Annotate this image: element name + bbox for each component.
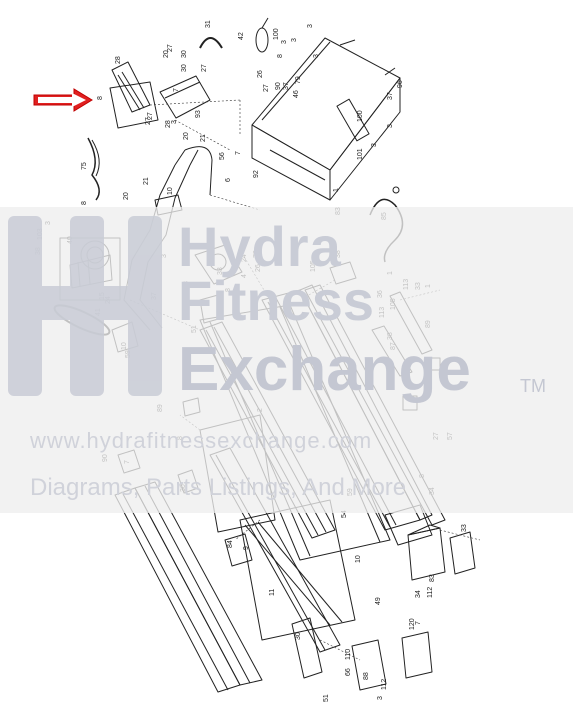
part-number-label: 26 [257,70,264,78]
part-number-label: 8 [97,96,104,100]
part-number-label: 28 [115,56,122,64]
console-bracket [109,61,211,129]
motor-hood [251,37,401,201]
part-number-label: 27 [167,44,174,52]
part-number-label: 83 [429,574,436,582]
part-number-label: 8 [81,201,88,205]
part-number-label: 51 [323,694,330,702]
watermark-hydra: Hydra [178,215,342,278]
part-number-label: 21 [200,134,207,142]
part-number-label: 112 [427,587,434,598]
walking-belt [114,481,263,693]
part-number-label: 3 [291,38,298,42]
part-number-label: 10 [355,555,362,563]
part-number-label: 93 [195,110,202,118]
part-number-label: 120 [409,618,416,630]
part-number-label: 27 [145,117,152,125]
part-number-label: 3 [377,696,384,700]
part-number-label: 112 [381,679,388,690]
part-number-label: 20 [123,192,130,200]
part-number-label: 21 [143,177,150,185]
part-number-label: 3 [281,40,288,44]
part-number-label: 79 [295,76,302,84]
part-number-label: 3 [387,124,394,128]
part-number-label: 6 [225,178,232,182]
part-number-label: 3 [307,24,314,28]
part-number-label: 20 [163,50,170,58]
part-number-label: 30 [181,50,188,58]
part-number-label: 8 [277,54,284,58]
part-number-label: 96 [397,80,404,88]
part-number-label: 7 [235,151,242,155]
part-number-label: 27 [147,112,154,120]
watermark-logo-icon [8,216,162,396]
part-number-label: 31 [205,20,212,28]
part-number-label: 100 [357,110,364,122]
part-number-label: 27 [263,84,270,92]
part-number-label: 101 [357,148,364,160]
part-number-label: 33 [461,524,468,532]
part-number-label: 42 [238,32,245,40]
part-number-label: 54 [341,510,348,518]
red-pointer-arrow [33,88,93,112]
part-number-label: 110 [345,649,352,660]
part-number-label: 10 [167,187,174,195]
part-number-label: 3 [171,120,178,124]
part-number-label: 30 [295,632,302,640]
part-number-label: 49 [375,597,382,605]
part-number-label: 1 [333,188,340,192]
part-number-label: 75 [81,162,88,170]
part-number-label: 46 [293,90,300,98]
part-number-label: 11 [269,589,276,596]
part-number-label: 34 [415,590,422,598]
part-number-label: 7 [415,621,422,625]
part-number-label: 37 [283,82,290,90]
watermark-url: www.hydrafitnessexchange.com [30,428,373,453]
part-number-label: 88 [363,672,370,680]
part-number-label: 66 [345,668,352,676]
part-number-label: 84 [227,540,234,548]
part-number-label: 27 [201,64,208,72]
part-number-label: 30 [181,64,188,72]
rear-end-caps [351,524,476,691]
part-number-label: 9 [243,546,250,550]
watermark-trademark: TM [520,376,546,396]
part-number-label: 90 [275,82,282,90]
part-number-label: 100 [273,28,280,40]
part-number-label: 20 [183,132,190,140]
part-number-label: 7 [173,88,180,92]
watermark-fitness: Fitness [178,269,375,332]
watermark-tagline: Diagrams, Parts Listings, And More [30,474,407,501]
watermark-exchange: Exchange [178,335,471,404]
part-number-label: 3 [371,143,378,147]
part-number-label: 37 [387,92,394,100]
part-number-label: 28 [165,120,172,128]
part-number-label: 56 [219,152,226,160]
part-number-label: 92 [253,170,260,178]
part-number-label: 3 [313,54,320,58]
